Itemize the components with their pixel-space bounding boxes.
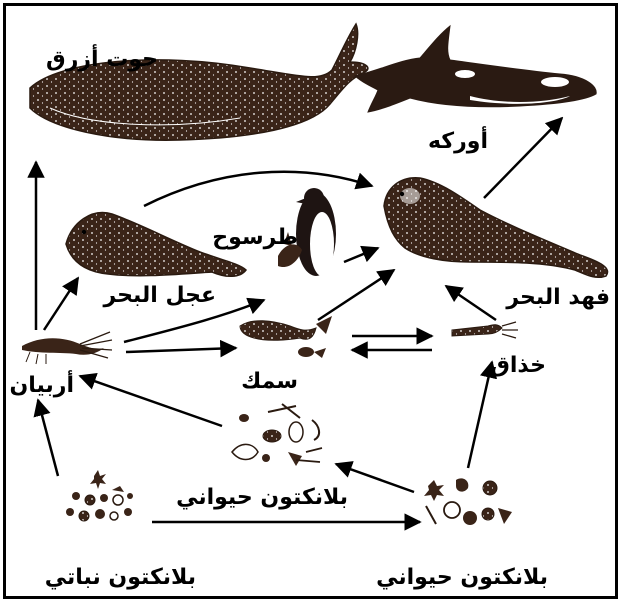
label-fish: سمك xyxy=(241,369,298,394)
fish-icon xyxy=(240,316,332,358)
label-seal-calf: عجل البحر xyxy=(102,283,216,308)
phytoplankton-icon xyxy=(66,470,133,521)
arrow-penguin-to-leopard xyxy=(344,248,378,262)
arrow-krill-to-calf xyxy=(44,278,78,330)
arrow-phyto-to-krill xyxy=(38,400,58,476)
label-zooplankton-right: بلانكتون حيواني xyxy=(376,565,548,590)
arrow-krill-to-fish xyxy=(126,348,236,352)
orca-icon xyxy=(355,26,596,112)
arrow-calf-to-leopard xyxy=(144,172,372,206)
label-leopard-seal: فهد البحر xyxy=(505,285,610,310)
label-zooplankton-middle: بلانكتون حيواني xyxy=(176,485,348,510)
arrows xyxy=(36,118,562,522)
arrow-leopard-to-orca xyxy=(484,118,562,198)
squid-icon xyxy=(452,322,518,338)
label-krill: أربيان xyxy=(10,369,75,398)
arrow-zooplankton-to-squid xyxy=(468,362,492,468)
arrow-fish-to-leopard xyxy=(318,270,394,320)
label-penguin: طرسوح xyxy=(212,225,298,250)
blue-whale-icon xyxy=(30,24,368,140)
zooplankton-right-icon xyxy=(424,478,512,525)
arrow-squid-to-leopard xyxy=(446,286,496,320)
leopard-seal-icon xyxy=(384,178,608,278)
arrow-zooplankton-mid-to-krill xyxy=(80,376,222,426)
label-orca: أوركه xyxy=(428,125,488,154)
label-phytoplankton: بلانكتون نباتي xyxy=(45,565,196,590)
label-squid: خذاق xyxy=(490,353,546,378)
zooplankton-middle-icon xyxy=(232,404,322,466)
krill-icon xyxy=(22,332,112,364)
label-blue-whale: حوت أزرق xyxy=(46,43,158,72)
